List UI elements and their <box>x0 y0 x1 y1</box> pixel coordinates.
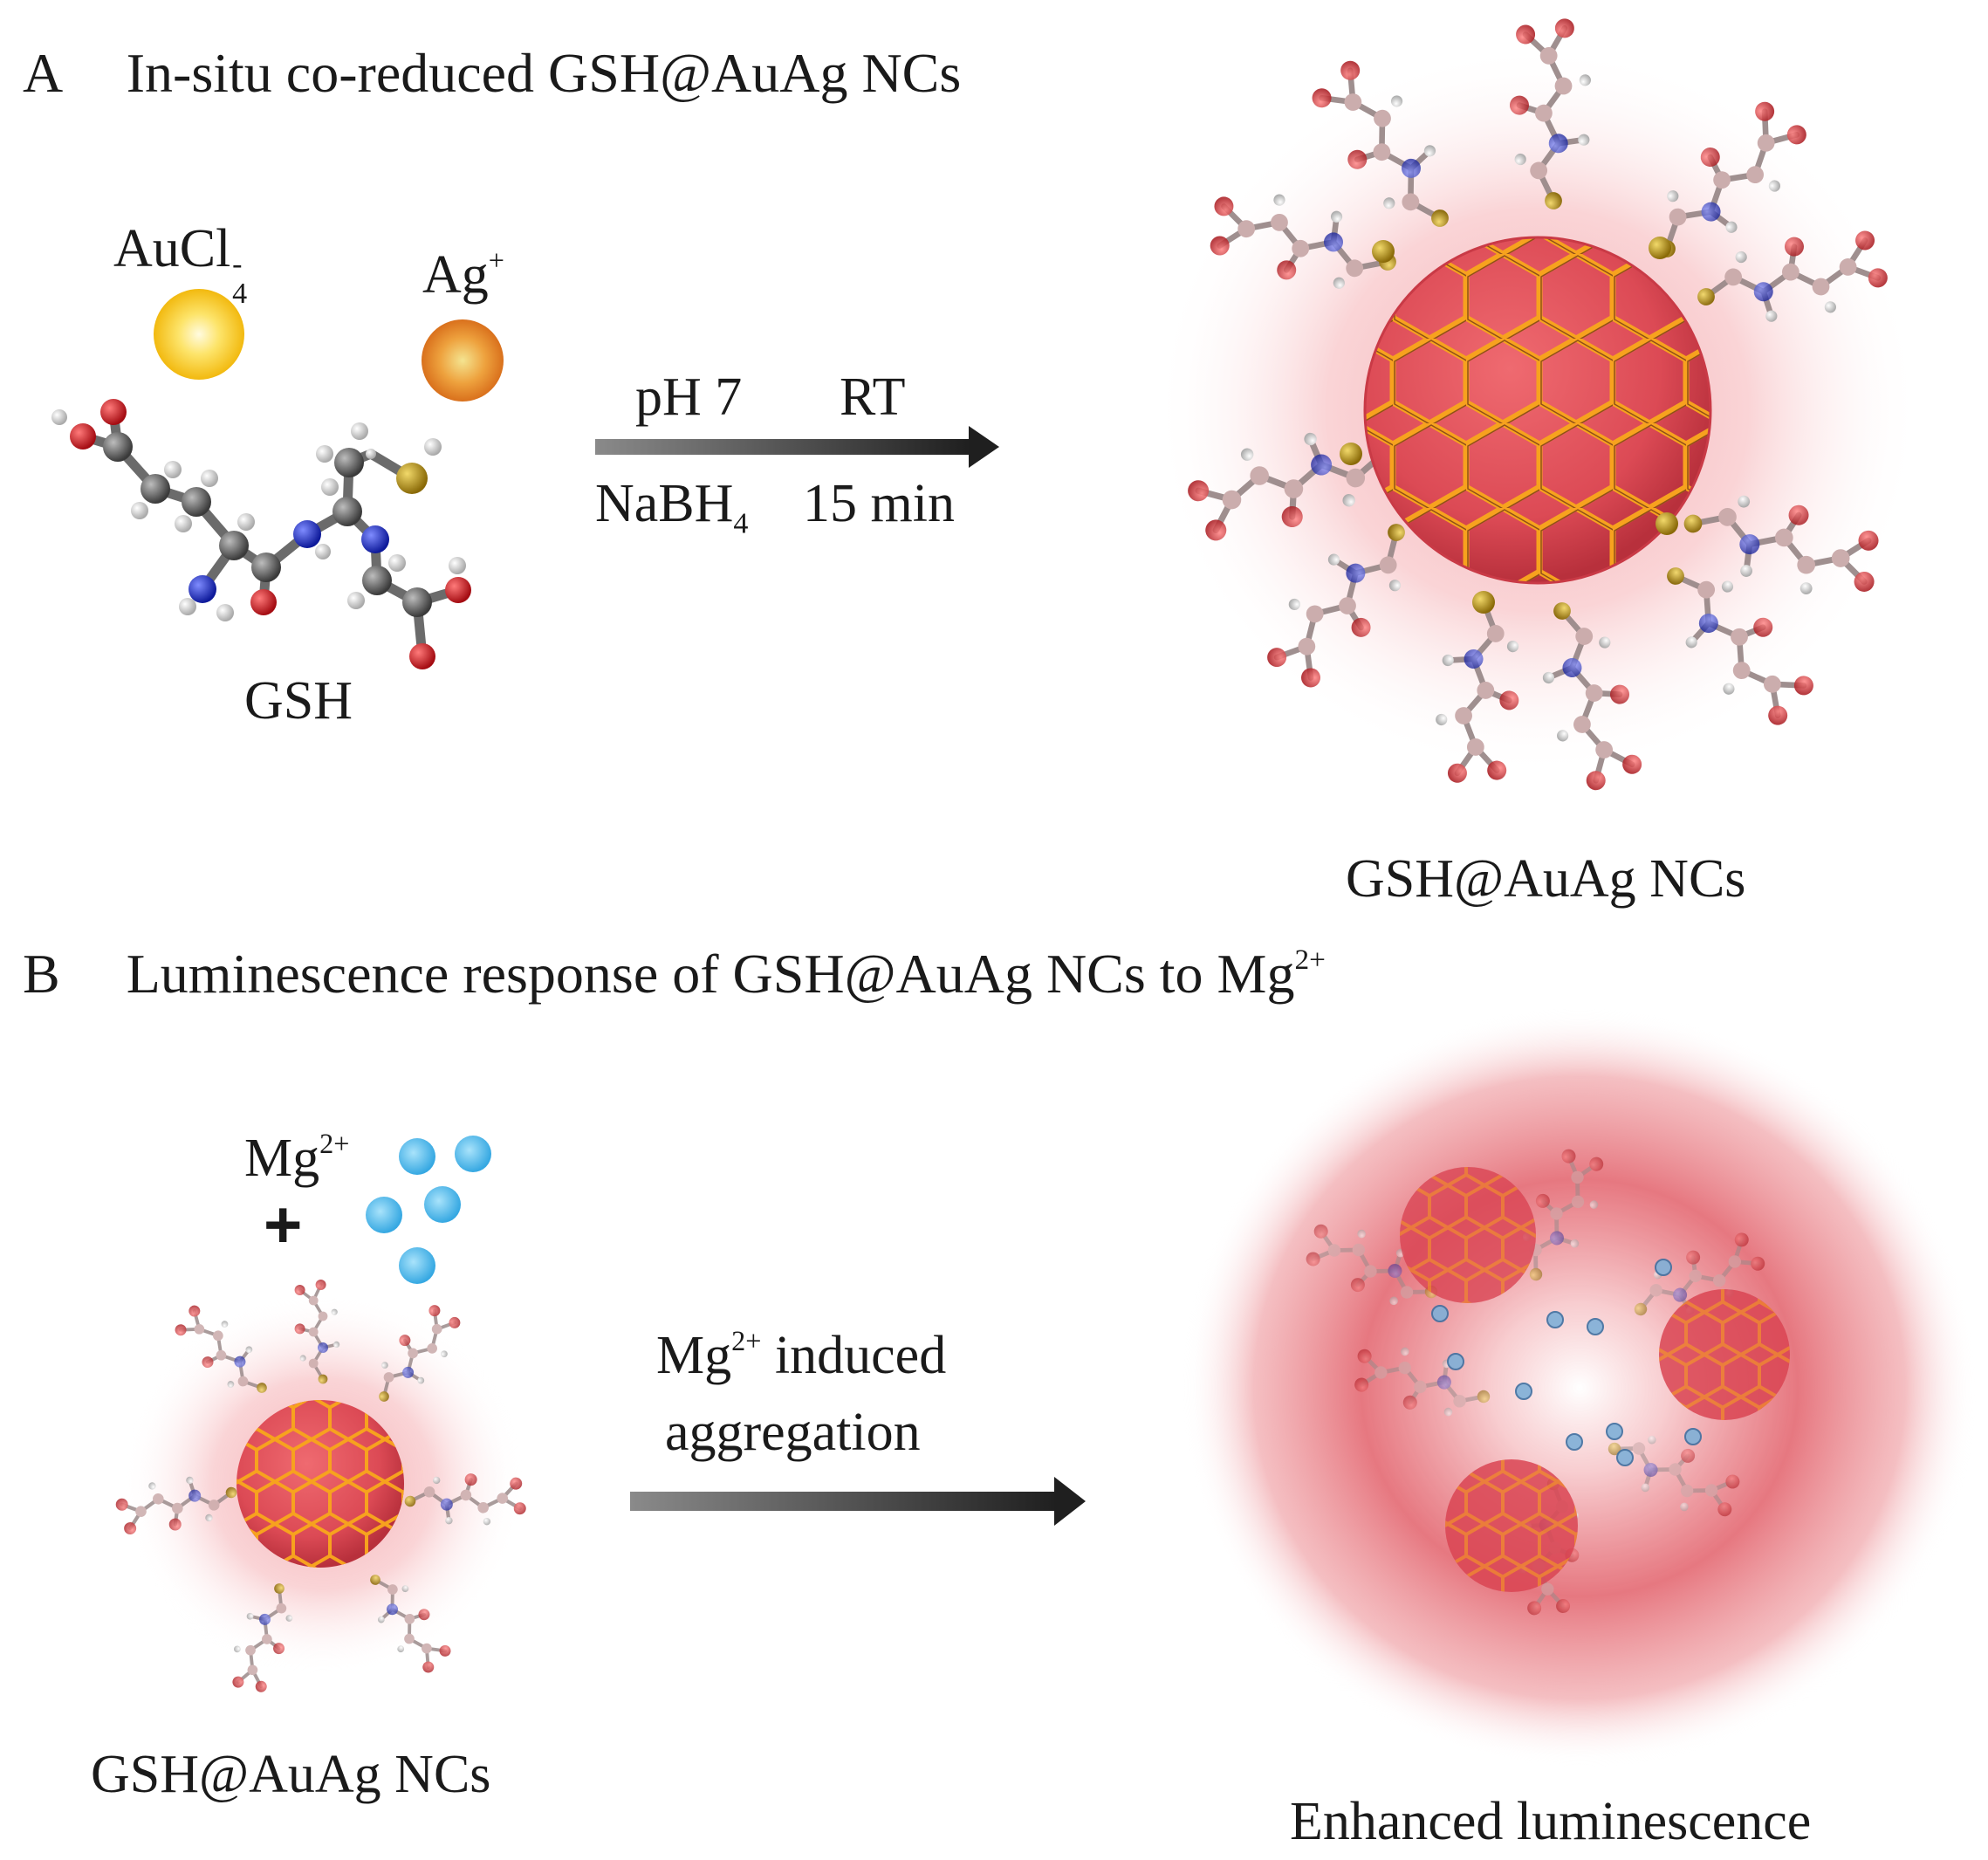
gsh-label: GSH <box>244 671 353 731</box>
condition-temperature: RT <box>840 367 906 427</box>
mg-label: Mg2+ <box>244 1127 350 1188</box>
product-a-label: GSH@AuAg NCs <box>1346 849 1746 909</box>
magnesium-ion-icon <box>366 1136 491 1284</box>
reductant-base: NaBH <box>595 474 734 533</box>
arrow-b-mg-charge: 2+ <box>731 1324 762 1356</box>
panel-a-title: A In-situ co-reduced GSH@AuAg NCs <box>23 45 961 101</box>
gold-ion-icon <box>154 289 244 380</box>
aucl4-subscript: 4 <box>232 278 248 311</box>
arrow-b-mg: Mg <box>656 1326 732 1385</box>
mg-base: Mg <box>244 1129 320 1188</box>
reductant-subscript: 4 <box>733 507 749 540</box>
arrow-icon <box>630 1477 1086 1526</box>
panel-b-letter: B <box>23 943 60 1005</box>
arrow-icon <box>595 426 999 468</box>
reactant-b-label: GSH@AuAg NCs <box>91 1745 491 1804</box>
ag-charge: + <box>488 244 504 276</box>
silver-ion-icon <box>422 319 504 402</box>
panel-b-title-text: Luminescence response of GSH@AuAg NCs to… <box>126 943 1295 1005</box>
aggregate-icon <box>1183 1008 1977 1767</box>
condition-reductant: NaBH4 <box>595 477 748 539</box>
arrow-b-line1: Mg2+ induced <box>656 1324 947 1385</box>
panel-a-letter: A <box>23 42 60 104</box>
panel-b-title: B Luminescence response of GSH@AuAg NCs … <box>23 943 1326 1005</box>
gsh-molecule-icon <box>51 399 471 669</box>
aucl4-charge: - <box>232 248 243 281</box>
aucl4-label: AuCl-4 <box>113 219 257 309</box>
condition-time: 15 min <box>803 474 955 533</box>
ag-base: Ag <box>422 245 489 305</box>
condition-ph: pH 7 <box>635 367 743 427</box>
mg-charge: 2+ <box>319 1127 350 1159</box>
aucl4-base: AuCl <box>113 219 231 278</box>
panel-b-title-charge: 2+ <box>1294 943 1326 976</box>
product-b-label: Enhanced luminescence <box>1290 1792 1812 1851</box>
plus-sign: + <box>264 1188 303 1262</box>
nanocluster-icon <box>1154 15 1922 796</box>
arrow-b-induced: induced <box>761 1326 947 1385</box>
nanocluster-icon <box>114 1278 529 1701</box>
ag-label: Ag+ <box>422 245 504 305</box>
panel-a-title-text: In-situ co-reduced GSH@AuAg NCs <box>126 42 962 104</box>
arrow-b-line2: aggregation <box>665 1403 921 1462</box>
